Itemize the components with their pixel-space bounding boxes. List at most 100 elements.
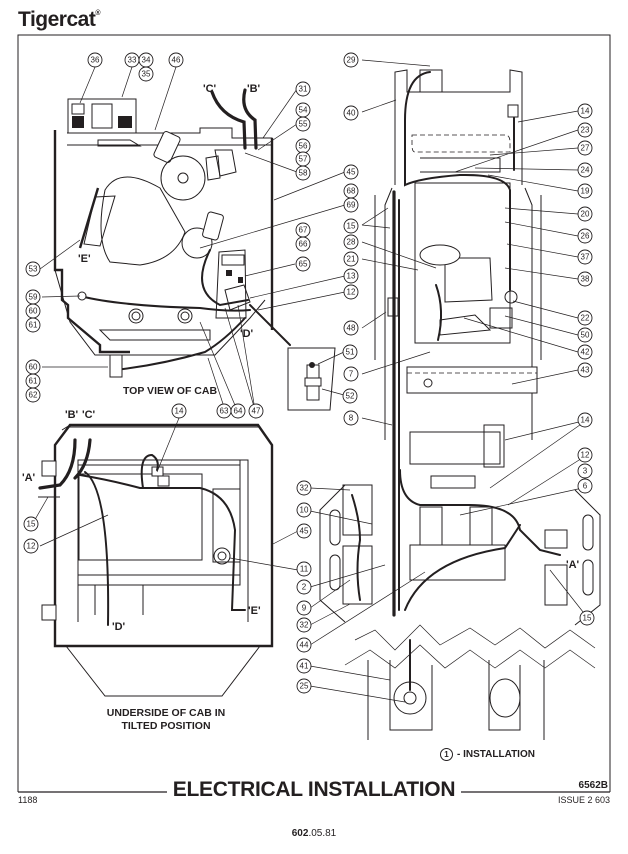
svg-text:69: 69: [347, 201, 356, 210]
svg-text:51: 51: [346, 348, 355, 357]
callout-14-chassis-top: 14: [577, 103, 593, 119]
callout-48: 48: [343, 320, 359, 336]
underside-caption-line1: UNDERSIDE OF CAB IN: [107, 707, 225, 719]
legend-symbol: 1: [440, 748, 453, 761]
callout-22: 22: [577, 310, 593, 326]
svg-text:56: 56: [299, 142, 308, 151]
svg-text:68: 68: [347, 187, 356, 196]
svg-text:11: 11: [300, 565, 309, 574]
callouts: 36 33 34 35 46 31 54 55 56 57 58 45 68 6…: [23, 52, 595, 694]
svg-text:60: 60: [29, 307, 38, 316]
legend-text: - INSTALLATION: [457, 749, 535, 760]
callout-19: 19: [577, 183, 593, 199]
svg-text:40: 40: [347, 109, 356, 118]
callout-14-under: 14: [171, 403, 187, 419]
top-view-of-cab: [53, 88, 336, 411]
svg-text:57: 57: [299, 155, 308, 164]
svg-text:28: 28: [347, 238, 356, 247]
issue-label: ISSUE 2 603: [557, 795, 610, 805]
svg-text:13: 13: [347, 272, 356, 281]
svg-text:61: 61: [29, 321, 38, 330]
callout-11: 11: [296, 561, 312, 577]
callout-25: 25: [296, 678, 312, 694]
figure-number: 6562B: [578, 780, 608, 791]
svg-text:25: 25: [300, 682, 309, 691]
svg-text:31: 31: [299, 85, 308, 94]
svg-text:15: 15: [583, 614, 592, 623]
svg-text:64: 64: [234, 407, 243, 416]
callout-45-under: 45: [296, 523, 312, 539]
code-left: 1188: [18, 795, 38, 805]
svg-text:9: 9: [302, 604, 307, 613]
svg-text:52: 52: [346, 392, 355, 401]
svg-text:34: 34: [142, 56, 151, 65]
svg-text:55: 55: [299, 120, 308, 129]
svg-text:50: 50: [581, 331, 590, 340]
legend: 1 - INSTALLATION: [440, 748, 535, 761]
svg-text:12: 12: [347, 288, 356, 297]
svg-text:54: 54: [299, 106, 308, 115]
callout-51: 51: [342, 344, 358, 360]
callout-15-chassis: 15: [343, 218, 359, 234]
svg-text:21: 21: [347, 255, 356, 264]
svg-text:33: 33: [128, 56, 137, 65]
callout-60b: 60: [25, 359, 41, 375]
callout-64: 64: [230, 403, 246, 419]
callout-44: 44: [296, 637, 312, 653]
conn-label-b-under: 'B': [65, 409, 79, 421]
svg-text:26: 26: [581, 232, 590, 241]
callout-23: 23: [577, 122, 593, 138]
callout-32a: 32: [296, 480, 312, 496]
callout-34: 34: [138, 52, 154, 68]
callout-56: 56: [295, 138, 311, 154]
svg-text:36: 36: [91, 56, 100, 65]
svg-text:15: 15: [347, 222, 356, 231]
callout-57: 57: [295, 151, 311, 167]
callout-35: 35: [138, 66, 154, 82]
callout-54: 54: [295, 102, 311, 118]
svg-text:6: 6: [583, 482, 588, 491]
svg-text:10: 10: [300, 506, 309, 515]
svg-text:45: 45: [300, 527, 309, 536]
registered-mark: ®: [95, 10, 100, 17]
svg-text:8: 8: [349, 414, 354, 423]
callout-2: 2: [296, 579, 312, 595]
svg-text:27: 27: [581, 144, 590, 153]
callout-41: 41: [296, 658, 312, 674]
callout-3: 3: [577, 463, 593, 479]
callout-8: 8: [343, 410, 359, 426]
underside-caption-line2: TILTED POSITION: [121, 720, 210, 732]
callout-15-chassis-lower: 15: [579, 610, 595, 626]
underside-of-cab: [38, 423, 274, 697]
brand-name: Tigercat: [18, 8, 96, 31]
callout-50: 50: [577, 327, 593, 343]
svg-text:59: 59: [29, 293, 38, 302]
callout-40: 40: [343, 105, 359, 121]
callout-53: 53: [25, 261, 41, 277]
callout-58: 58: [295, 165, 311, 181]
callout-10: 10: [296, 502, 312, 518]
top-view-caption: TOP VIEW OF CAB: [123, 385, 218, 397]
conn-label-e-top: 'E': [78, 253, 91, 265]
callout-33: 33: [124, 52, 140, 68]
callout-37: 37: [577, 249, 593, 265]
callout-14-chassis-mid: 14: [577, 412, 593, 428]
svg-text:44: 44: [300, 641, 309, 650]
svg-text:14: 14: [581, 416, 590, 425]
figure-title: ELECTRICAL INSTALLATION: [0, 778, 628, 802]
callout-65: 65: [295, 256, 311, 272]
svg-text:42: 42: [581, 348, 590, 357]
svg-text:12: 12: [27, 542, 36, 551]
callout-32b: 32: [296, 617, 312, 633]
callout-24: 24: [577, 162, 593, 178]
callout-60a: 60: [25, 303, 41, 319]
callout-31: 31: [295, 81, 311, 97]
conn-label-c-top: 'C': [203, 83, 217, 95]
svg-text:47: 47: [252, 407, 261, 416]
callout-13: 13: [343, 268, 359, 284]
svg-text:38: 38: [581, 275, 590, 284]
figure-title-text: ELECTRICAL INSTALLATION: [166, 778, 462, 801]
callout-9: 9: [296, 600, 312, 616]
svg-text:23: 23: [581, 126, 590, 135]
